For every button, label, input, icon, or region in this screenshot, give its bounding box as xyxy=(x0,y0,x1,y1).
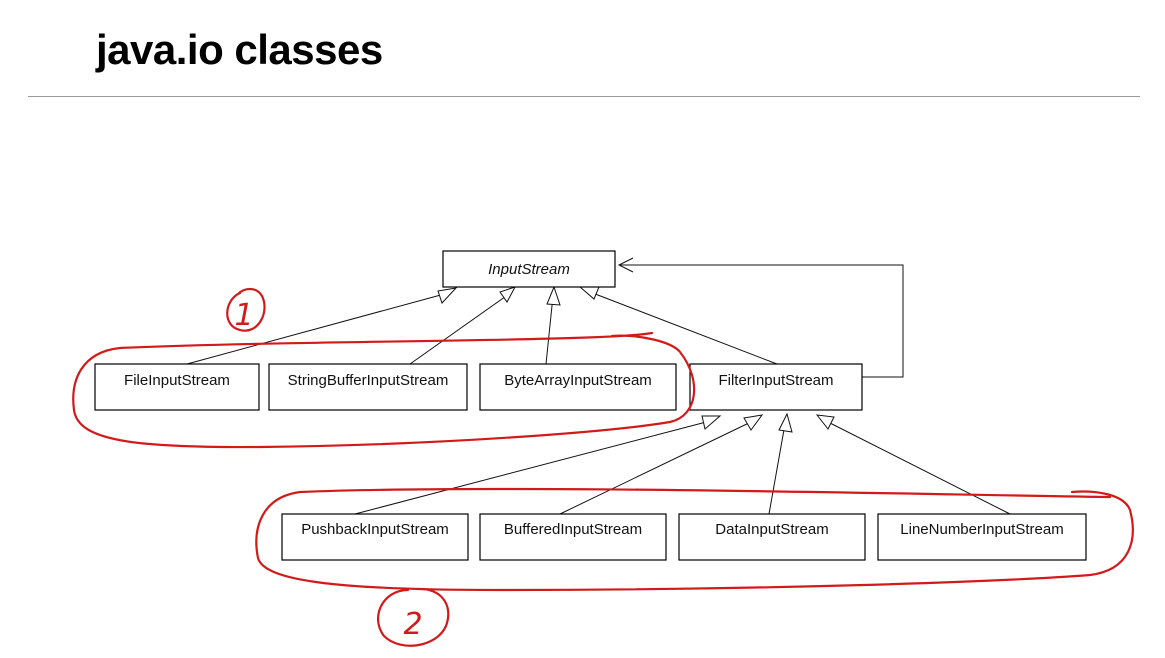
open-arrowhead xyxy=(617,257,634,273)
node-box xyxy=(877,513,1087,561)
arrowhead xyxy=(546,285,561,306)
arrowhead xyxy=(778,412,793,433)
node-box xyxy=(689,363,863,411)
arrowhead xyxy=(815,414,835,430)
edge-bytearrayinputstream-inputstream xyxy=(545,295,554,365)
ink-label-group-2: 2 xyxy=(403,607,422,642)
edge-linenumberinputstream-filterinputstream xyxy=(825,420,1011,515)
arrowhead xyxy=(499,286,517,303)
node-bufferedinputstream: BufferedInputStream xyxy=(479,513,667,561)
node-datainputstream: DataInputStream xyxy=(678,513,866,561)
node-label: FileInputStream xyxy=(124,372,230,389)
edge-fileinputstream-inputstream xyxy=(186,292,449,365)
edge-stringbufferinputstream-inputstream xyxy=(409,293,510,365)
arrowhead xyxy=(743,414,764,431)
node-pushbackinputstream: PushbackInputStream xyxy=(281,513,469,561)
node-box xyxy=(268,363,468,411)
node-label: FilterInputStream xyxy=(718,372,833,389)
ink-label-group-1: 1 xyxy=(234,298,253,333)
node-label: DataInputStream xyxy=(715,521,828,538)
node-box xyxy=(479,363,677,411)
node-linenumberinputstream: LineNumberInputStream xyxy=(877,513,1087,561)
node-label: StringBufferInputStream xyxy=(288,372,449,389)
node-label: ByteArrayInputStream xyxy=(504,372,652,389)
node-box xyxy=(479,513,667,561)
node-inputstream: InputStream xyxy=(442,250,616,288)
node-label: PushbackInputStream xyxy=(301,521,449,538)
handwritten-annotations: 1 2 xyxy=(72,287,1134,647)
node-stringbufferinputstream: StringBufferInputStream xyxy=(268,363,468,411)
node-box xyxy=(442,250,616,288)
edge-bufferedinputstream-filterinputstream xyxy=(559,420,754,515)
node-filterinputstream: FilterInputStream xyxy=(689,363,863,411)
arrowhead xyxy=(437,287,458,304)
arrowhead xyxy=(578,286,600,300)
ink-circle-1 xyxy=(226,287,266,332)
arrowhead xyxy=(701,415,722,430)
ink-loop-group-1 xyxy=(72,331,696,449)
node-label: LineNumberInputStream xyxy=(900,521,1063,538)
edge-pushbackinputstream-filterinputstream xyxy=(354,420,711,515)
node-box xyxy=(94,363,260,411)
node-fileinputstream: FileInputStream xyxy=(94,363,260,411)
node-box xyxy=(281,513,469,561)
slide-title: java.io classes xyxy=(96,26,383,73)
node-label: InputStream xyxy=(488,261,570,278)
edges xyxy=(186,257,1011,515)
edge-filterinputstream-inputstream xyxy=(589,291,778,365)
ink-circle-2 xyxy=(377,587,450,647)
ink-loop-group-2 xyxy=(255,487,1134,592)
edge-datainputstream-filterinputstream xyxy=(768,423,786,515)
node-label: BufferedInputStream xyxy=(504,521,642,538)
title-divider xyxy=(28,96,1140,97)
edge-filterinputstream-inputstream-association xyxy=(620,264,904,378)
node-box xyxy=(678,513,866,561)
node-bytearrayinputstream: ByteArrayInputStream xyxy=(479,363,677,411)
